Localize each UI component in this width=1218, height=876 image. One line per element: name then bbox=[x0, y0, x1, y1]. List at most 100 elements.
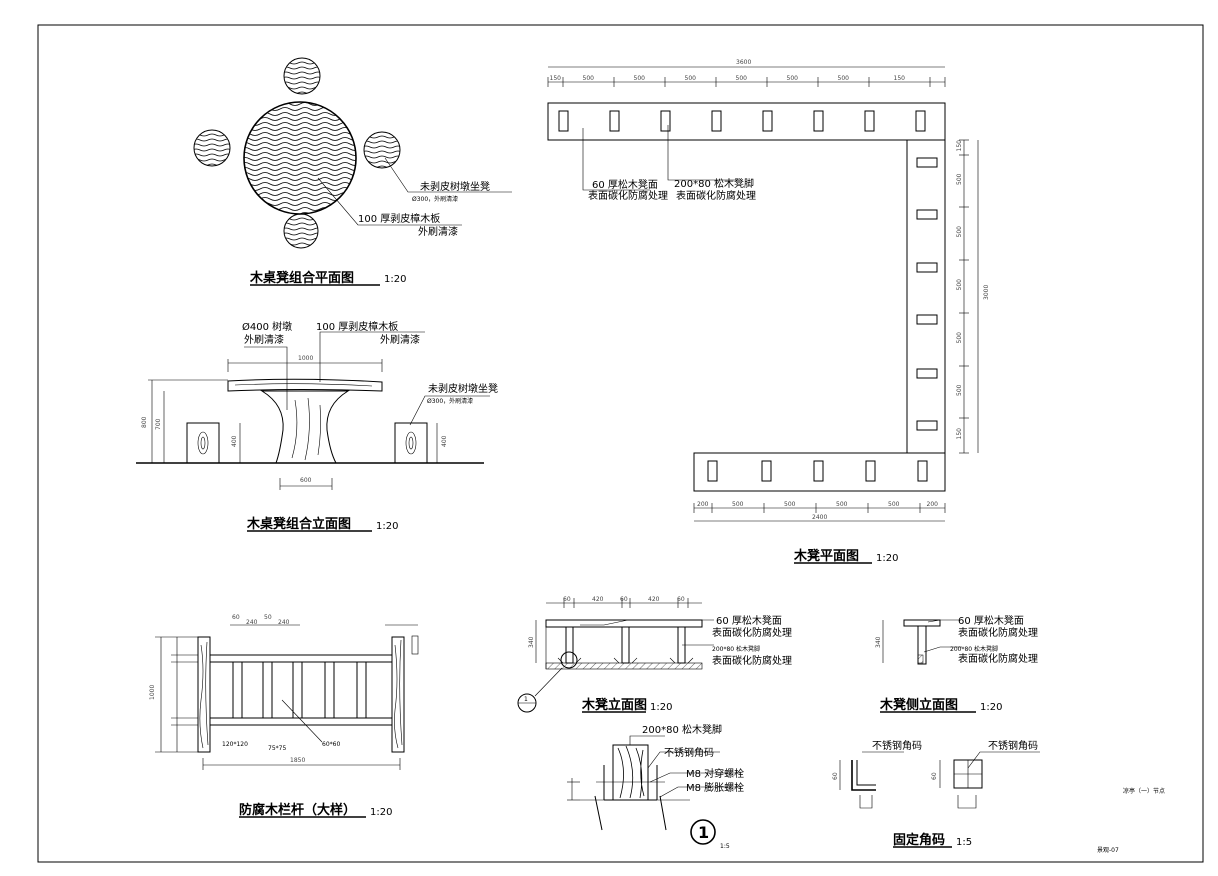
bench-legs-right bbox=[916, 157, 938, 431]
wood-grain-stool-bottom bbox=[284, 214, 318, 246]
fence-bars bbox=[232, 661, 367, 719]
dim-600: 600 bbox=[300, 477, 312, 484]
angle-bracket-detail: 60 不锈钢角码 60 不锈钢角码 固定角码 1:5 bbox=[832, 739, 1040, 848]
bench-legs-bottom bbox=[707, 460, 928, 482]
bench-elev-seat-1: 60 厚松木凳面 bbox=[716, 614, 782, 627]
grain-line bbox=[284, 222, 318, 226]
bench-dim-top-0: 150 bbox=[550, 75, 562, 82]
fence-bar bbox=[324, 661, 335, 719]
bench-dim-bottom-1: 500 bbox=[732, 501, 744, 508]
bench-elev-leg-2: 表面碳化防腐处理 bbox=[712, 654, 792, 667]
bench-dim-bottom-0: 200 bbox=[697, 501, 709, 508]
bench-leg bbox=[558, 110, 569, 132]
fence-dim-a: 60 bbox=[232, 614, 240, 621]
bench-leg bbox=[865, 460, 876, 482]
bench-dim-bottom-total: 2400 bbox=[812, 514, 827, 521]
grain-line bbox=[364, 155, 400, 159]
grain-line bbox=[244, 182, 356, 186]
bench-leg bbox=[916, 157, 938, 168]
bench-dim-bottom-3: 500 bbox=[836, 501, 848, 508]
elev-stool-note-2: Ø300，外刷清漆 bbox=[427, 397, 473, 405]
bench-dim-right-2: 500 bbox=[956, 226, 963, 238]
dim-400-right: 400 bbox=[441, 435, 448, 447]
grain-line bbox=[284, 232, 318, 236]
bench-side-elevation: 340 60 厚松木凳面 表面碳化防腐处理 200*80 松木凳脚 表面碳化防腐… bbox=[875, 614, 1038, 713]
detail-leg-note: 200*80 松木凳脚 bbox=[642, 723, 722, 736]
bench-dim-top-2: 500 bbox=[634, 75, 646, 82]
bench-dim-right-6: 150 bbox=[956, 428, 963, 440]
bench-plan-title: 木凳平面图 bbox=[793, 548, 859, 564]
bench-side-seat-2: 表面碳化防腐处理 bbox=[958, 626, 1038, 639]
stump-note-1: Ø400 树墩 bbox=[242, 320, 292, 333]
grain-line bbox=[244, 162, 356, 166]
grain-line bbox=[284, 227, 318, 231]
stool-note-2: Ø300，外刷清漆 bbox=[412, 195, 458, 203]
bench-leg bbox=[916, 314, 938, 325]
bench-leg bbox=[916, 209, 938, 220]
bench-elev-dim-h: 340 bbox=[528, 636, 535, 648]
grain-line bbox=[284, 76, 320, 80]
sheet-project: 凉亭（一）节点 bbox=[1123, 787, 1165, 795]
detail-bolt-1: M8 对穿螺栓 bbox=[686, 767, 744, 780]
grain-line bbox=[244, 192, 356, 196]
bench-elev-dim-4: 60 bbox=[677, 596, 685, 603]
bench-leg bbox=[711, 110, 722, 132]
fence-label-post: 120*120 bbox=[222, 741, 248, 748]
grain-line bbox=[194, 153, 230, 157]
grain-line bbox=[244, 172, 356, 176]
bench-elev-dim-2: 60 bbox=[620, 596, 628, 603]
bench-side-seat-1: 60 厚松木凳面 bbox=[958, 614, 1024, 627]
fence-dim-total: 1850 bbox=[290, 757, 305, 764]
bench-seat-note-1: 60 厚松木凳面 bbox=[592, 178, 658, 191]
grain-line bbox=[284, 61, 320, 65]
grain-line bbox=[244, 187, 356, 191]
wood-grain-large bbox=[244, 102, 356, 214]
bench-leg bbox=[660, 110, 671, 132]
bench-dim-right-1: 500 bbox=[956, 173, 963, 185]
bench-elev-seat-2: 表面碳化防腐处理 bbox=[712, 626, 792, 639]
grain-line bbox=[244, 147, 356, 151]
bench-dim-top-1: 500 bbox=[583, 75, 595, 82]
angle-note-left: 不锈钢角码 bbox=[872, 739, 922, 752]
sheet-border bbox=[37, 24, 1204, 863]
wood-grain-stool-right bbox=[364, 132, 400, 168]
bench-dim-right-0: 150 bbox=[956, 140, 963, 152]
grain-line bbox=[284, 71, 320, 75]
bench-dim-top-total: 3600 bbox=[736, 59, 751, 66]
bench-side-scale: 1:20 bbox=[980, 702, 1002, 713]
board-note-2: 外刷清漆 bbox=[380, 333, 420, 346]
angle-dim-right: 60 bbox=[931, 772, 938, 780]
bench-leg bbox=[916, 368, 938, 379]
bench-leg bbox=[916, 262, 938, 273]
bench-dim-top-5: 500 bbox=[787, 75, 799, 82]
bench-leg-note-1: 200*80 松木凳脚 bbox=[674, 177, 754, 190]
leg-anchor-detail: 200*80 松木凳脚 不锈钢角码 M8 对穿螺栓 M8 膨胀螺栓 1 1:5 bbox=[567, 723, 744, 850]
dim-400-left: 400 bbox=[231, 435, 238, 447]
grain-line bbox=[244, 167, 356, 171]
table-set-elevation: 1000 800 700 400 400 600 Ø400 树墩 外刷清漆 10… bbox=[136, 320, 498, 532]
stool-note-1: 未剥皮树墩坐凳 bbox=[420, 180, 490, 193]
grain-line bbox=[244, 142, 356, 146]
bench-elev-title: 木凳立面图 bbox=[581, 697, 647, 713]
grain-line bbox=[244, 132, 356, 136]
fence-dim-height: 1000 bbox=[149, 685, 156, 700]
bench-dim-top-6: 500 bbox=[838, 75, 850, 82]
bench-dim-bottom-4: 500 bbox=[888, 501, 900, 508]
bench-elev-callout: 1 bbox=[524, 696, 528, 703]
angle-title: 固定角码 bbox=[893, 832, 945, 848]
fence-title: 防腐木栏杆（大样） bbox=[239, 802, 356, 818]
bench-side-leg-2: 表面碳化防腐处理 bbox=[958, 652, 1038, 665]
detail-callout: 1 bbox=[698, 823, 709, 842]
grain-line bbox=[244, 202, 356, 206]
bench-leg bbox=[864, 110, 875, 132]
grain-line bbox=[364, 160, 400, 164]
fence-bar bbox=[292, 661, 303, 719]
table-plan-title: 木桌凳组合平面图 bbox=[249, 270, 354, 286]
bench-dim-top-4: 500 bbox=[736, 75, 748, 82]
detail-scale: 1:5 bbox=[720, 843, 730, 850]
bench-leg-note-2: 表面碳化防腐处理 bbox=[676, 189, 756, 202]
grain-line bbox=[194, 138, 230, 142]
grain-line bbox=[364, 145, 400, 149]
